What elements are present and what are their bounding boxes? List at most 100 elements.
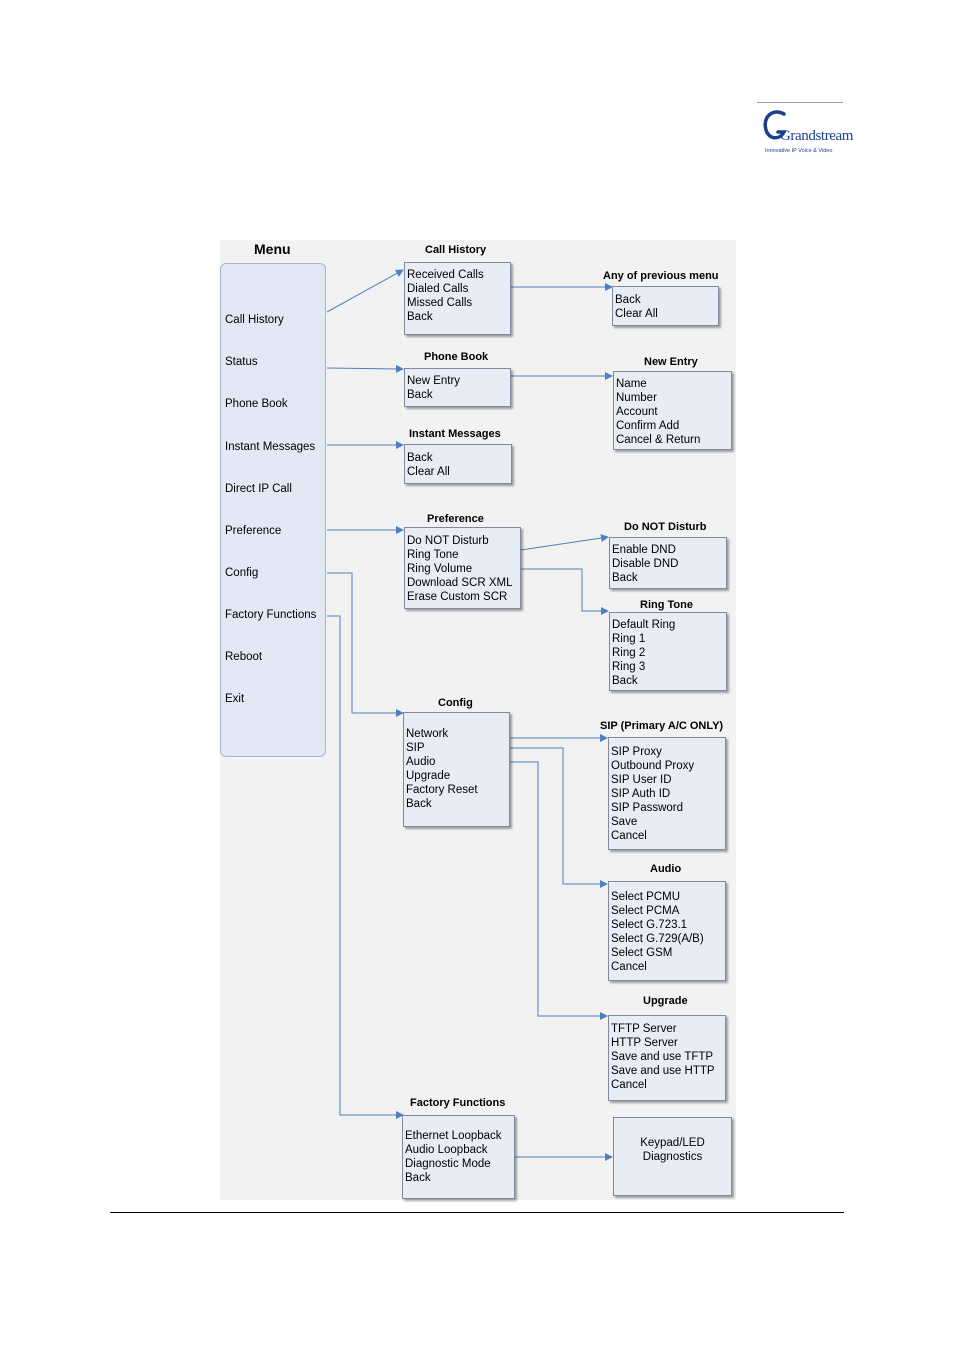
ring-tone-item[interactable]: Ring 3 — [612, 661, 646, 673]
audio-item[interactable]: Select PCMU — [611, 891, 681, 903]
upgrade-item[interactable]: Save and use HTTP — [611, 1065, 715, 1077]
connector-status — [326, 364, 404, 373]
previous-menu-box: Back Clear All — [612, 286, 719, 326]
ring-tone-item[interactable]: Ring 1 — [612, 633, 646, 645]
keypad-diagnostics-line: Diagnostics — [642, 1151, 703, 1163]
menu-item-preference[interactable]: Preference — [225, 525, 282, 537]
upgrade-title: Upgrade — [643, 995, 688, 1007]
menu-item-phone-book[interactable]: Phone Book — [225, 398, 288, 410]
new-entry-box: Name Number Account Confirm Add Cancel &… — [613, 371, 732, 450]
sip-item[interactable]: Cancel — [611, 830, 647, 842]
menu-item-status[interactable]: Status — [225, 356, 258, 368]
factory-functions-box: Ethernet Loopback Audio Loopback Diagnos… — [402, 1115, 515, 1199]
grandstream-logo: Grandstream Innovative IP Voice & Video — [760, 106, 853, 158]
sip-item[interactable]: SIP User ID — [611, 774, 672, 786]
new-entry-item[interactable]: Confirm Add — [616, 420, 680, 432]
logo-wordmark: Grandstream — [780, 128, 854, 144]
call-history-item[interactable]: Received Calls — [407, 269, 484, 281]
ring-tone-item[interactable]: Back — [612, 675, 638, 687]
connector-upgrade — [510, 761, 608, 1020]
sip-item[interactable]: SIP Auth ID — [611, 788, 671, 800]
menu-item-instant-messages[interactable]: Instant Messages — [225, 441, 316, 453]
menu-item-config[interactable]: Config — [225, 567, 259, 579]
upgrade-item[interactable]: Cancel — [611, 1079, 647, 1091]
call-history-item[interactable]: Dialed Calls — [407, 283, 469, 295]
config-title: Config — [438, 697, 473, 709]
call-history-item[interactable]: Back — [407, 311, 433, 323]
config-item[interactable]: SIP — [406, 742, 425, 754]
config-item[interactable]: Factory Reset — [406, 784, 478, 796]
preference-item[interactable]: Do NOT Disturb — [407, 535, 489, 547]
header-rule — [757, 102, 843, 103]
preference-item[interactable]: Ring Volume — [407, 563, 473, 575]
sip-item[interactable]: Outbound Proxy — [611, 760, 695, 772]
instant-messages-box: Back Clear All — [404, 444, 512, 484]
audio-item[interactable]: Select G.729(A/B) — [611, 933, 704, 945]
call-history-item[interactable]: Missed Calls — [407, 297, 473, 309]
preference-title: Preference — [427, 513, 484, 525]
config-item[interactable]: Back — [406, 798, 432, 810]
audio-item[interactable]: Select G.723.1 — [611, 919, 688, 931]
new-entry-item[interactable]: Number — [616, 392, 657, 404]
audio-item[interactable]: Select PCMA — [611, 905, 680, 917]
connector-call-history — [326, 269, 404, 313]
call-history-box: Received Calls Dialed Calls Missed Calls… — [404, 262, 511, 335]
dnd-title: Do NOT Disturb — [624, 521, 707, 533]
phone-book-item[interactable]: New Entry — [407, 375, 461, 387]
dnd-item[interactable]: Enable DND — [612, 544, 676, 556]
phone-book-item[interactable]: Back — [407, 389, 433, 401]
menu-item-reboot[interactable]: Reboot — [225, 651, 263, 663]
new-entry-item[interactable]: Account — [616, 406, 658, 418]
new-entry-item[interactable]: Cancel & Return — [616, 434, 701, 446]
sip-item[interactable]: SIP Password — [611, 802, 684, 814]
sip-item[interactable]: Save — [611, 816, 638, 828]
new-entry-item[interactable]: Name — [616, 378, 647, 390]
factory-functions-item[interactable]: Ethernet Loopback — [405, 1130, 502, 1142]
sip-title: SIP (Primary A/C ONLY) — [600, 720, 724, 732]
audio-item[interactable]: Cancel — [611, 961, 647, 973]
instant-messages-item[interactable]: Back — [407, 452, 433, 464]
new-entry-title: New Entry — [644, 356, 698, 368]
previous-menu-title: Any of previous menu — [603, 270, 719, 282]
config-item[interactable]: Upgrade — [406, 770, 451, 782]
factory-functions-item[interactable]: Audio Loopback — [405, 1144, 488, 1156]
dnd-item[interactable]: Disable DND — [612, 558, 679, 570]
config-box: Network SIP Audio Upgrade Factory Reset … — [403, 712, 510, 827]
menu-item-call-history[interactable]: Call History — [225, 314, 284, 326]
ring-tone-item[interactable]: Default Ring — [612, 619, 676, 631]
ring-tone-title: Ring Tone — [640, 599, 693, 611]
previous-menu-item[interactable]: Clear All — [615, 308, 658, 320]
menu-item-exit[interactable]: Exit — [225, 693, 245, 705]
preference-item[interactable]: Erase Custom SCR — [407, 591, 508, 603]
previous-menu-item[interactable]: Back — [615, 294, 641, 306]
preference-box: Do NOT Disturb Ring Tone Ring Volume Dow… — [404, 527, 521, 609]
dnd-box: Enable DND Disable DND Back — [609, 537, 727, 589]
audio-item[interactable]: Select GSM — [611, 947, 673, 959]
keypad-diagnostics-line: Keypad/LED — [640, 1137, 705, 1149]
sip-item[interactable]: SIP Proxy — [611, 746, 662, 758]
factory-functions-item[interactable]: Back — [405, 1172, 431, 1184]
ring-tone-item[interactable]: Ring 2 — [612, 647, 646, 659]
menu-item-direct-ip-call[interactable]: Direct IP Call — [225, 483, 292, 495]
sip-box: SIP Proxy Outbound Proxy SIP User ID SIP… — [608, 737, 726, 850]
footer-rule — [110, 1212, 844, 1213]
menu-title: Menu — [254, 241, 291, 257]
instant-messages-item[interactable]: Clear All — [407, 466, 450, 478]
phone-book-box: New Entry Back — [404, 368, 511, 407]
upgrade-item[interactable]: TFTP Server — [611, 1023, 677, 1035]
upgrade-item[interactable]: Save and use TFTP — [611, 1051, 714, 1063]
upgrade-box: TFTP Server HTTP Server Save and use TFT… — [608, 1015, 726, 1101]
menu-item-factory-functions[interactable]: Factory Functions — [225, 609, 317, 621]
keypad-diagnostics-box[interactable]: Keypad/LED Diagnostics — [613, 1117, 732, 1196]
config-item[interactable]: Network — [406, 728, 449, 740]
logo-tagline: Innovative IP Voice & Video — [765, 148, 833, 154]
preference-item[interactable]: Ring Tone — [407, 549, 459, 561]
preference-item[interactable]: Download SCR XML — [407, 577, 513, 589]
upgrade-item[interactable]: HTTP Server — [611, 1037, 678, 1049]
connector-audio — [510, 747, 608, 888]
factory-functions-item[interactable]: Diagnostic Mode — [405, 1158, 491, 1170]
config-item[interactable]: Audio — [406, 756, 436, 768]
call-history-title: Call History — [425, 244, 487, 256]
dnd-item[interactable]: Back — [612, 572, 638, 584]
